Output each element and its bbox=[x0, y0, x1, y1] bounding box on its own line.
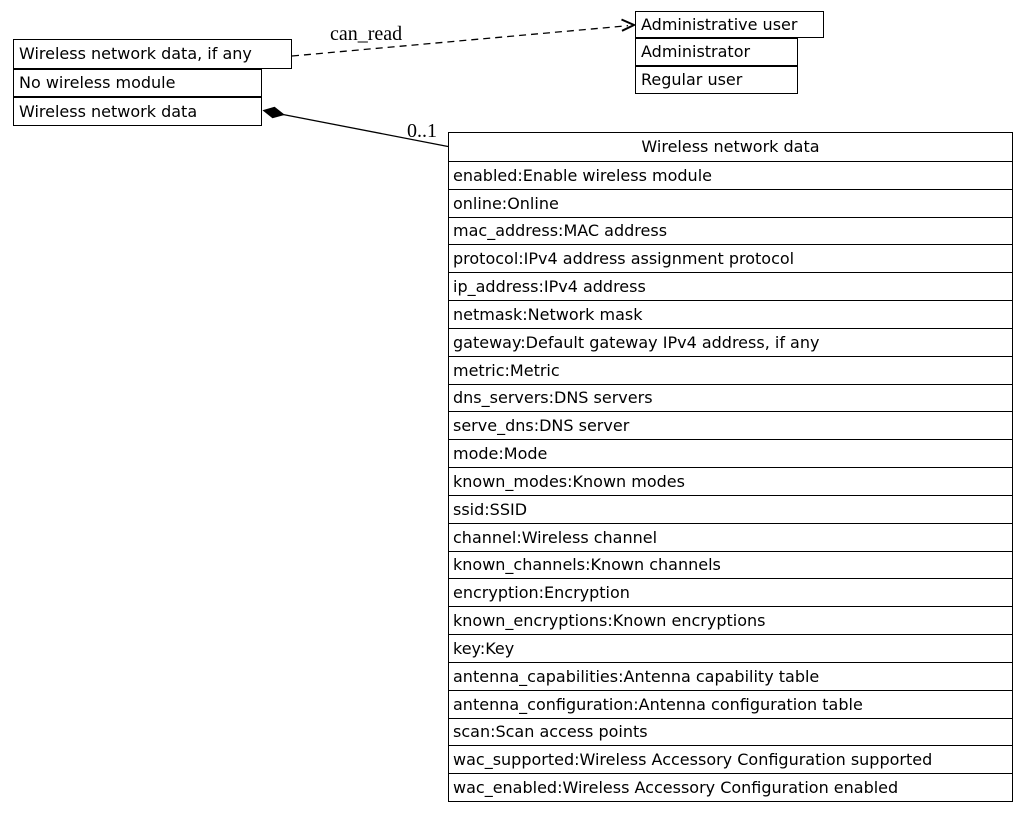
attribute-row: mac_address:MAC address bbox=[449, 216, 1012, 245]
wireless-data-table: Wireless network data enabled:Enable wir… bbox=[448, 132, 1013, 802]
attribute-row: enabled:Enable wireless module bbox=[449, 160, 1012, 189]
attribute-row: serve_dns:DNS server bbox=[449, 411, 1012, 439]
attribute-row: known_channels:Known channels bbox=[449, 550, 1012, 579]
attribute-row: ip_address:IPv4 address bbox=[449, 272, 1012, 300]
table-title: Wireless network data bbox=[641, 137, 820, 157]
attribute-row: known_encryptions:Known encryptions bbox=[449, 606, 1012, 634]
attribute-row: known_modes:Known modes bbox=[449, 467, 1012, 495]
user-node-title-label: Administrative user bbox=[641, 14, 798, 34]
attribute-row: key:Key bbox=[449, 634, 1012, 662]
open-arrowhead-icon bbox=[621, 18, 637, 32]
attribute-row: scan:Scan access points bbox=[449, 717, 1012, 746]
attribute-row: mode:Mode bbox=[449, 439, 1012, 467]
variant-node-option-label: Wireless network data bbox=[19, 101, 198, 121]
attribute-row: channel:Wireless channel bbox=[449, 522, 1012, 551]
attribute-row: protocol:IPv4 address assignment protoco… bbox=[449, 244, 1012, 272]
user-node-title: Administrative user bbox=[635, 11, 824, 38]
attribute-row: ssid:SSID bbox=[449, 494, 1012, 523]
attribute-row: netmask:Network mask bbox=[449, 300, 1012, 328]
attribute-row: metric:Metric bbox=[449, 355, 1012, 384]
variant-node-option-no-module: No wireless module bbox=[13, 69, 262, 97]
attribute-row: antenna_configuration:Antenna configurat… bbox=[449, 689, 1012, 718]
user-node-option-label: Administrator bbox=[641, 42, 751, 61]
user-node-option-administrator: Administrator bbox=[635, 38, 798, 66]
composition-diamond-icon bbox=[262, 106, 285, 119]
attribute-row: online:Online bbox=[449, 188, 1012, 217]
attribute-row: encryption:Encryption bbox=[449, 578, 1012, 606]
variant-node-title: Wireless network data, if any bbox=[13, 39, 292, 69]
attribute-row: wac_supported:Wireless Accessory Configu… bbox=[449, 745, 1012, 773]
user-node-option-label: Regular user bbox=[641, 70, 743, 89]
attribute-row: wac_enabled:Wireless Accessory Configura… bbox=[449, 773, 1012, 801]
edge-label-multiplicity: 0..1 bbox=[407, 120, 437, 142]
attribute-row: dns_servers:DNS servers bbox=[449, 383, 1012, 412]
variant-node-title-label: Wireless network data, if any bbox=[19, 44, 252, 63]
attribute-row: gateway:Default gateway IPv4 address, if… bbox=[449, 327, 1012, 356]
attribute-row: antenna_capabilities:Antenna capability … bbox=[449, 661, 1012, 690]
variant-node-option-label: No wireless module bbox=[19, 73, 176, 92]
edge-label-can-read: can_read bbox=[330, 23, 403, 45]
user-node-option-regular-user: Regular user bbox=[635, 66, 798, 94]
variant-node-option-wireless-data: Wireless network data bbox=[13, 97, 262, 126]
